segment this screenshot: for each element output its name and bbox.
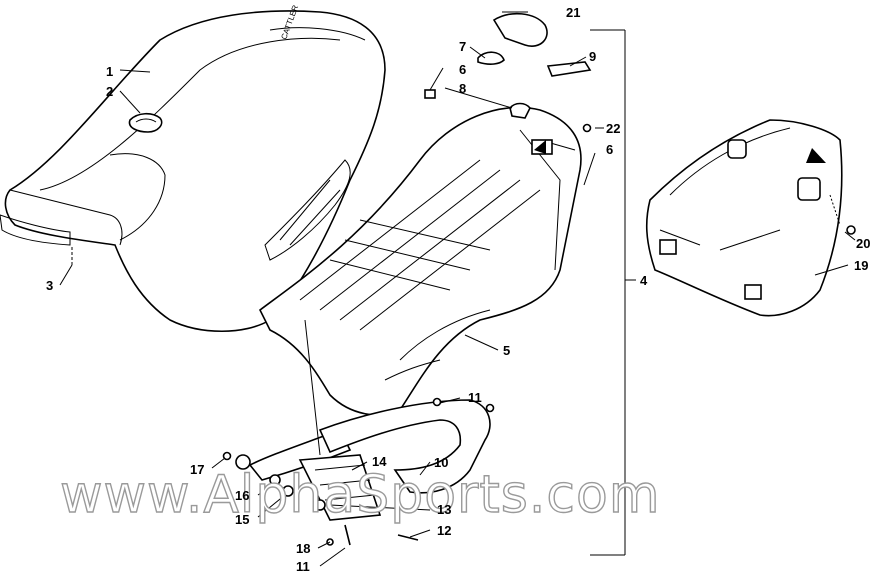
callout-19: 19 <box>854 258 868 273</box>
seat-badge <box>128 112 163 133</box>
callout-3: 3 <box>46 278 53 293</box>
callout-1: 1 <box>106 64 113 79</box>
callout-20: 20 <box>856 236 870 251</box>
clip-part-7 <box>477 51 505 65</box>
callout-6-top: 6 <box>459 62 466 77</box>
screw-part-22 <box>582 123 592 133</box>
callout-11-bottom: 11 <box>296 559 310 573</box>
small-parts <box>424 12 856 235</box>
callout-labels: 1 2 3 4 5 6 6 7 8 9 10 11 11 12 13 14 15… <box>46 5 870 573</box>
clip-part-6a <box>424 89 436 99</box>
latch-part-8 <box>509 102 531 119</box>
storage-bin <box>645 119 843 317</box>
callout-15: 15 <box>235 512 249 527</box>
callout-17: 17 <box>190 462 204 477</box>
callout-4: 4 <box>640 273 648 288</box>
callout-13: 13 <box>437 502 451 517</box>
callout-6-right: 6 <box>606 142 613 157</box>
callout-22: 22 <box>606 121 620 136</box>
callout-21: 21 <box>566 5 580 20</box>
screw-part-20 <box>846 225 856 235</box>
callout-12: 12 <box>437 523 451 538</box>
callout-18: 18 <box>296 541 310 556</box>
bracket-part-9 <box>546 61 592 77</box>
callout-5: 5 <box>503 343 510 358</box>
callout-10: 10 <box>434 455 448 470</box>
watermark: www.AlphaSports.com <box>60 465 660 525</box>
mount-frame <box>222 319 495 546</box>
cover-part-21 <box>492 12 548 47</box>
seat-cushion: CATTLER <box>0 4 386 332</box>
callout-9: 9 <box>589 49 596 64</box>
callout-14: 14 <box>372 454 387 469</box>
callout-2: 2 <box>106 84 113 99</box>
callout-8: 8 <box>459 81 466 96</box>
callout-11-top: 11 <box>468 390 482 405</box>
callout-16: 16 <box>235 488 249 503</box>
leader-lines <box>59 11 856 567</box>
callout-7: 7 <box>459 39 466 54</box>
